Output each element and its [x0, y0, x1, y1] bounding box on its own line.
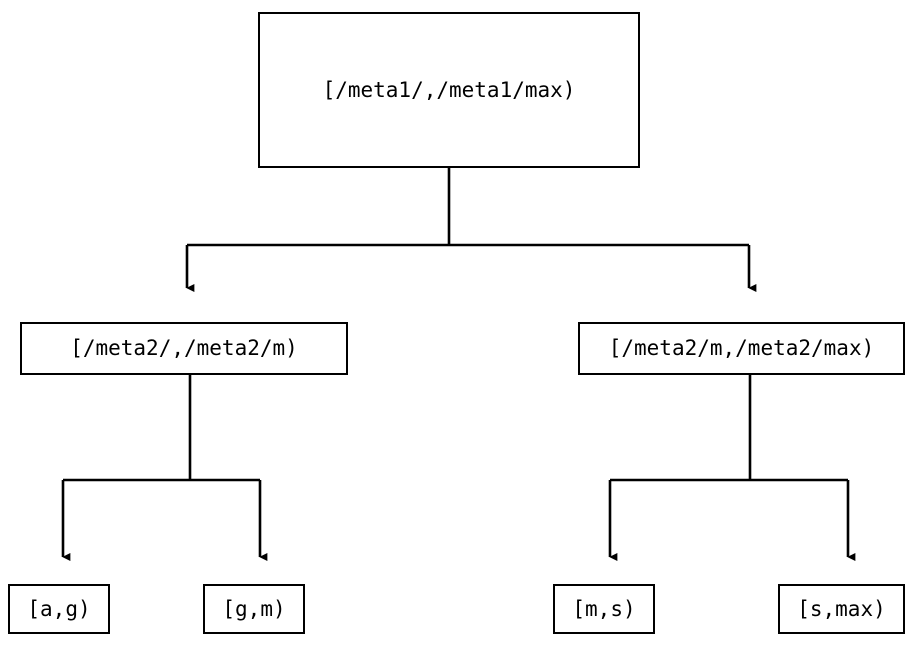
tree-node-label: [/meta2/m,/meta2/max)	[608, 336, 875, 360]
tree-node-root[interactable]: [/meta1/,/meta1/max)	[258, 12, 640, 168]
tree-node-label: [s,max)	[797, 596, 886, 621]
tree-node-leaf-m-s[interactable]: [m,s)	[553, 584, 655, 634]
tree-node-label: [a,g)	[27, 596, 91, 621]
tree-node-leaf-g-m[interactable]: [g,m)	[203, 584, 305, 634]
tree-node-label: [/meta2/,/meta2/m)	[70, 336, 298, 360]
tree-node-label: [/meta1/,/meta1/max)	[322, 77, 576, 102]
tree-node-mid-right[interactable]: [/meta2/m,/meta2/max)	[578, 322, 905, 375]
tree-node-leaf-s-max[interactable]: [s,max)	[778, 584, 905, 634]
tree-node-label: [m,s)	[572, 596, 636, 621]
tree-node-leaf-a-g[interactable]: [a,g)	[8, 584, 110, 634]
tree-node-label: [g,m)	[222, 596, 286, 621]
tree-node-mid-left[interactable]: [/meta2/,/meta2/m)	[20, 322, 348, 375]
